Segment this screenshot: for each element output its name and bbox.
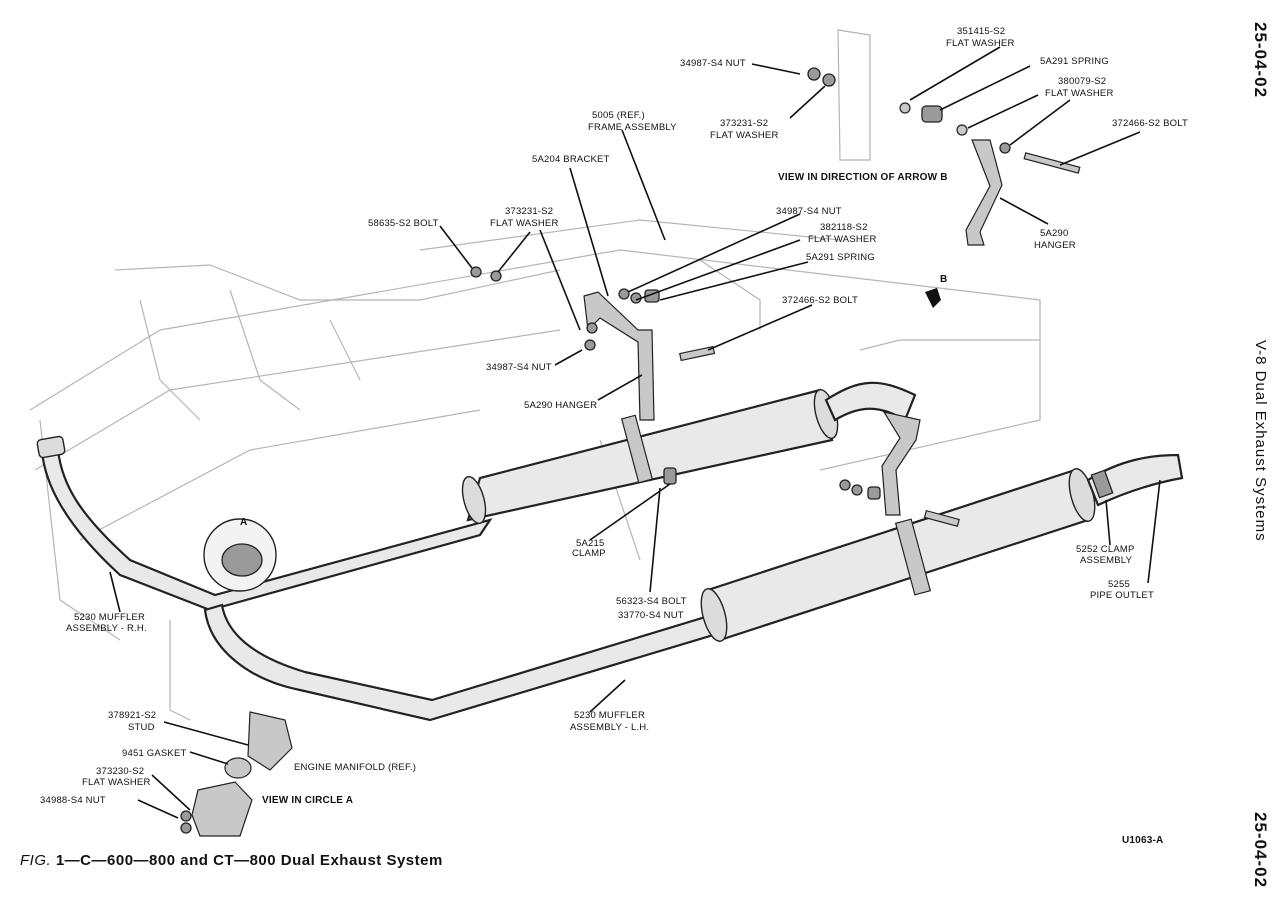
leader-lines (109, 46, 1161, 819)
label-muffler-rh-2: ASSEMBLY - R.H. (66, 623, 147, 634)
circle-a-callout: A (203, 517, 277, 592)
label-373230-washer-1: 373230-S2 (96, 766, 144, 777)
view-circle-a-detail (180, 711, 293, 837)
label-pipe-outlet-2: PIPE OUTLET (1090, 590, 1154, 601)
label-5a215-clamp-1: 5A215 (576, 538, 604, 549)
view-b-detail: B (807, 67, 1081, 308)
label-351415-washer-1: 351415-S2 (957, 26, 1005, 37)
label-373231-washer-mid-2: FLAT WASHER (490, 218, 559, 229)
muffler-assembly-lh (203, 453, 1184, 722)
label-373231-washer-top-1: 373231-S2 (720, 118, 768, 129)
figure-id-code: U1063-A (1122, 835, 1163, 846)
label-spring-mid: 5A291 SPRING (806, 252, 875, 263)
label-frame-1: 5005 (REF.) (592, 110, 645, 121)
label-hanger-top-1: 5A290 (1040, 228, 1068, 239)
label-34987-nut-left: 34987-S4 NUT (486, 362, 552, 373)
label-muffler-lh-2: ASSEMBLY - L.H. (570, 722, 649, 733)
arrow-b-marker: B (940, 274, 947, 285)
label-378921-stud-2: STUD (128, 722, 155, 733)
label-372466-bolt-mid: 372466-S2 BOLT (782, 295, 858, 306)
label-34987-nut-mid: 34987-S4 NUT (776, 206, 842, 217)
label-engine-manifold: ENGINE MANIFOLD (REF.) (294, 762, 416, 773)
label-373231-washer-mid-1: 373231-S2 (505, 206, 553, 217)
label-pipe-outlet-1: 5255 (1108, 579, 1130, 590)
label-5a215-clamp-2: CLAMP (572, 548, 606, 559)
circle-a-marker: A (240, 517, 247, 528)
label-5252-clamp-1: 5252 CLAMP (1076, 544, 1135, 555)
frame-ghost-outline (29, 29, 1041, 721)
page-number-top: 25-04-02 (1251, 22, 1270, 99)
figure-prefix: FIG. (20, 852, 52, 869)
label-9451-gasket: 9451 GASKET (122, 748, 187, 759)
section-title: V-8 Dual Exhaust Systems (1252, 340, 1269, 542)
label-382118-washer-2: FLAT WASHER (808, 234, 877, 245)
label-373231-washer-top-2: FLAT WASHER (710, 130, 779, 141)
label-34988-nut: 34988-S4 NUT (40, 795, 106, 806)
label-hanger-top-2: HANGER (1034, 240, 1076, 251)
label-58635-bolt: 58635-S2 BOLT (368, 218, 439, 229)
rear-hanger (839, 411, 960, 527)
label-380079-washer-2: FLAT WASHER (1045, 88, 1114, 99)
figure-caption: FIG. 1—C—600—800 and CT—800 Dual Exhaust… (20, 852, 443, 869)
page-number-bottom: 25-04-02 (1251, 812, 1270, 889)
label-spring-top: 5A291 SPRING (1040, 56, 1109, 67)
label-frame-2: FRAME ASSEMBLY (588, 122, 677, 133)
label-373230-washer-2: FLAT WASHER (82, 777, 151, 788)
view-arrow-b-title: VIEW IN DIRECTION OF ARROW B (778, 172, 948, 183)
label-muffler-rh-1: 5230 MUFFLER (74, 612, 145, 623)
label-muffler-lh-1: 5230 MUFFLER (574, 710, 645, 721)
label-34987-nut-top: 34987-S4 NUT (680, 58, 746, 69)
label-hanger-mid: 5A290 HANGER (524, 400, 597, 411)
part-labels: 34987-S4 NUT 351415-S2 FLAT WASHER 5A291… (40, 26, 1188, 846)
label-5252-clamp-2: ASSEMBLY (1080, 555, 1133, 566)
muffler-assembly-rh (36, 381, 917, 612)
label-378921-stud-1: 378921-S2 (108, 710, 156, 721)
view-circle-a-title: VIEW IN CIRCLE A (262, 795, 353, 806)
label-351415-washer-2: FLAT WASHER (946, 38, 1015, 49)
label-380079-washer-1: 380079-S2 (1058, 76, 1106, 87)
label-56323-bolt: 56323-S4 BOLT (616, 596, 687, 607)
mid-hanger-bracket (470, 266, 716, 485)
label-382118-washer-1: 382118-S2 (820, 222, 868, 233)
label-372466-bolt-top: 372466-S2 BOLT (1112, 118, 1188, 129)
figure-caption-text: 1—C—600—800 and CT—800 Dual Exhaust Syst… (55, 852, 443, 869)
label-33770-nut: 33770-S4 NUT (618, 610, 684, 621)
label-bracket: 5A204 BRACKET (532, 154, 610, 165)
